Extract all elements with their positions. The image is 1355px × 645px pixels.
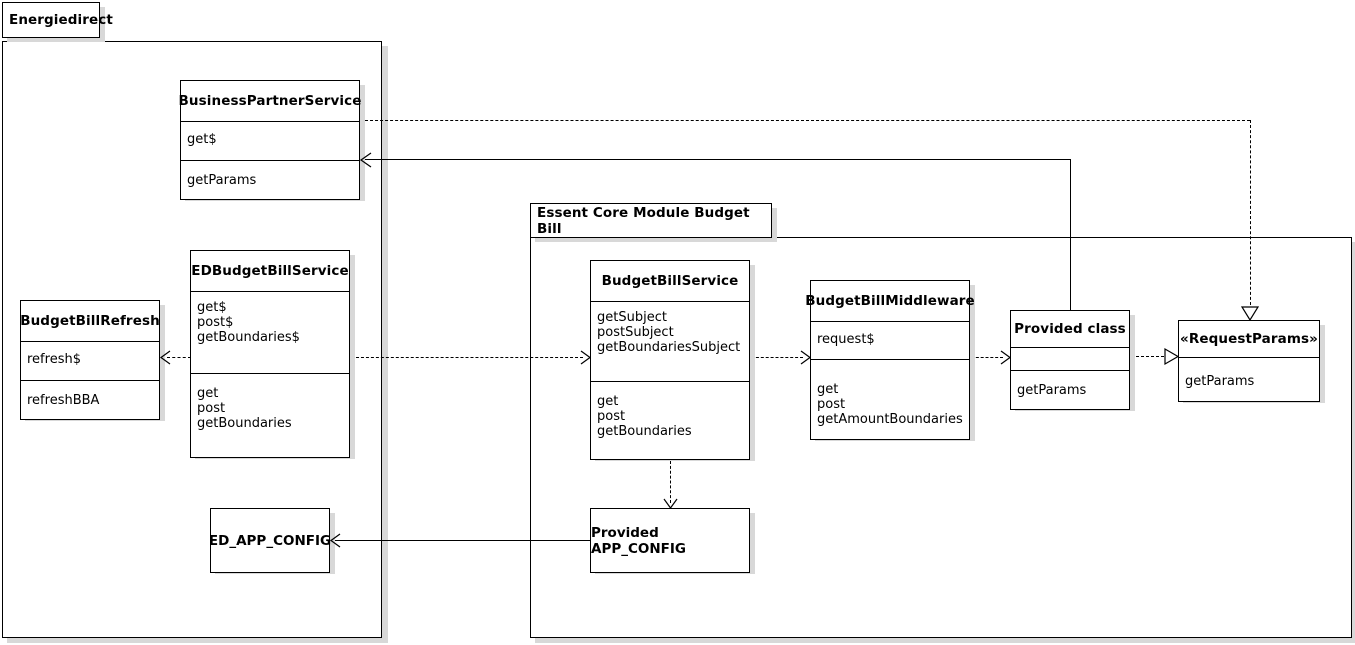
connector-providedclass-to-requestparams-arrowhead <box>1164 347 1179 366</box>
class-methods-budget-bill-service: get post getBoundaries <box>597 394 692 439</box>
class-attributes-provided-class <box>1011 348 1129 370</box>
connector-edbbs-to-bbs-arrowhead <box>580 350 592 365</box>
class-separator <box>811 359 969 360</box>
class-methods-business-partner-service: getParams <box>187 173 257 188</box>
essent-package-tab: Essent Core Module Budget Bill <box>530 203 772 238</box>
class-budget-bill-service[interactable]: BudgetBillService getSubject postSubject… <box>590 260 750 460</box>
class-title-business-partner-service: BusinessPartnerService <box>178 93 362 109</box>
class-separator <box>1011 347 1129 348</box>
class-title-budget-bill-service: BudgetBillService <box>601 273 739 289</box>
class-separator <box>591 301 749 302</box>
connector-bbs-to-providedappconfig-line <box>670 461 671 503</box>
class-attributes-budget-bill-middleware: request$ <box>817 332 875 347</box>
class-attributes-business-partner-service: get$ <box>187 132 217 147</box>
connector-bbmw-to-providedclass-arrowhead <box>1000 350 1012 365</box>
class-separator <box>1179 357 1319 358</box>
class-title-budget-bill-middleware: BudgetBillMiddleware <box>805 293 975 309</box>
connector-providedclass-to-bps-horizontal <box>364 159 1071 160</box>
class-separator <box>181 121 359 122</box>
class-business-partner-service[interactable]: BusinessPartnerService get$ getParams <box>178 80 362 200</box>
class-budget-bill-middleware[interactable]: BudgetBillMiddleware request$ get post g… <box>805 280 975 440</box>
class-separator <box>191 291 349 292</box>
class-separator <box>21 341 159 342</box>
class-methods-provided-class: getParams <box>1017 383 1087 398</box>
connector-bps-to-requestparams-arrowhead <box>1240 306 1260 322</box>
class-separator <box>811 321 969 322</box>
class-ed-budget-bill-service[interactable]: EDBudgetBillService get$ post$ getBounda… <box>190 250 350 458</box>
connector-bbs-to-bbmw-line <box>751 357 803 358</box>
connector-providedappconfig-to-edappconfig-arrowhead <box>329 533 341 548</box>
class-title-ed-budget-bill-service: EDBudgetBillService <box>191 263 349 279</box>
class-separator <box>181 160 359 161</box>
connector-providedclass-to-bps-vertical <box>1070 159 1071 311</box>
class-request-params[interactable]: «RequestParams» getParams <box>1178 320 1320 402</box>
class-separator <box>1011 370 1129 371</box>
class-attributes-ed-budget-bill-service: get$ post$ getBoundaries$ <box>197 300 300 345</box>
connector-bbs-to-providedappconfig-arrowhead <box>663 498 678 510</box>
connector-bps-to-requestparams-vertical <box>1250 120 1251 310</box>
connector-edbbs-to-bbrefresh-line <box>167 357 191 358</box>
class-title-provided-app-config: Provided APP_CONFIG <box>591 524 686 557</box>
class-methods-request-params: getParams <box>1185 374 1255 389</box>
class-separator <box>591 381 749 382</box>
connector-providedappconfig-to-edappconfig-line <box>334 540 591 541</box>
class-methods-ed-budget-bill-service: get post getBoundaries <box>197 386 292 431</box>
class-title-budget-bill-refresh: BudgetBillRefresh <box>20 313 160 329</box>
class-title-ed-app-config: ED_APP_CONFIG <box>208 532 332 549</box>
connector-edbbs-to-bbs-line <box>351 357 583 358</box>
connector-providedclass-to-requestparams-line <box>1131 356 1164 357</box>
connector-bbmw-to-providedclass-line <box>971 357 1003 358</box>
energiedirect-package-label: Energiedirect <box>9 12 113 28</box>
class-provided-app-config[interactable]: Provided APP_CONFIG <box>590 508 750 573</box>
class-separator <box>191 373 349 374</box>
class-separator <box>21 380 159 381</box>
class-ed-app-config[interactable]: ED_APP_CONFIG <box>208 508 332 573</box>
class-attributes-budget-bill-refresh: refresh$ <box>27 352 81 367</box>
connector-edbbs-to-bbrefresh-arrowhead <box>159 350 171 365</box>
energiedirect-package-tab: Energiedirect <box>2 2 113 38</box>
connector-providedclass-to-bps-arrowhead <box>359 152 372 168</box>
class-provided-class[interactable]: Provided class getParams <box>1010 310 1130 410</box>
class-attributes-budget-bill-service: getSubject postSubject getBoundariesSubj… <box>597 310 741 355</box>
class-budget-bill-refresh[interactable]: BudgetBillRefresh refresh$ refreshBBA <box>20 300 160 420</box>
class-title-provided-class: Provided class <box>1014 321 1126 337</box>
connector-bbs-to-bbmw-arrowhead <box>800 350 812 365</box>
essent-package-label: Essent Core Module Budget Bill <box>537 204 750 237</box>
class-title-request-params: «RequestParams» <box>1180 331 1318 347</box>
class-methods-budget-bill-middleware: get post getAmountBoundaries <box>817 382 963 427</box>
class-methods-budget-bill-refresh: refreshBBA <box>27 393 100 408</box>
connector-bps-to-requestparams-horizontal <box>360 120 1250 121</box>
